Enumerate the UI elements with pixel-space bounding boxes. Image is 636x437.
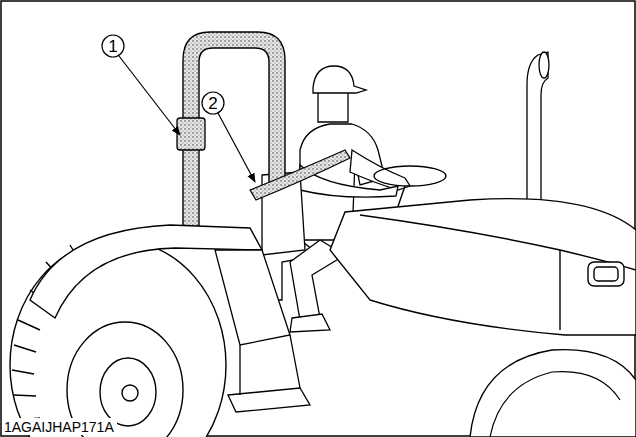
callout-number: 1 bbox=[102, 38, 124, 55]
rear-wheel bbox=[10, 240, 226, 437]
rops-frame bbox=[177, 32, 285, 238]
front-wheel bbox=[470, 350, 636, 437]
step bbox=[215, 250, 310, 412]
front-wheel-rim bbox=[490, 372, 620, 437]
hood bbox=[330, 199, 636, 335]
figure-code: 1AGAIJHAP171A bbox=[2, 418, 117, 435]
seat-belt bbox=[250, 150, 350, 200]
callout-leaders bbox=[102, 35, 255, 182]
callout-number: 2 bbox=[202, 95, 224, 112]
